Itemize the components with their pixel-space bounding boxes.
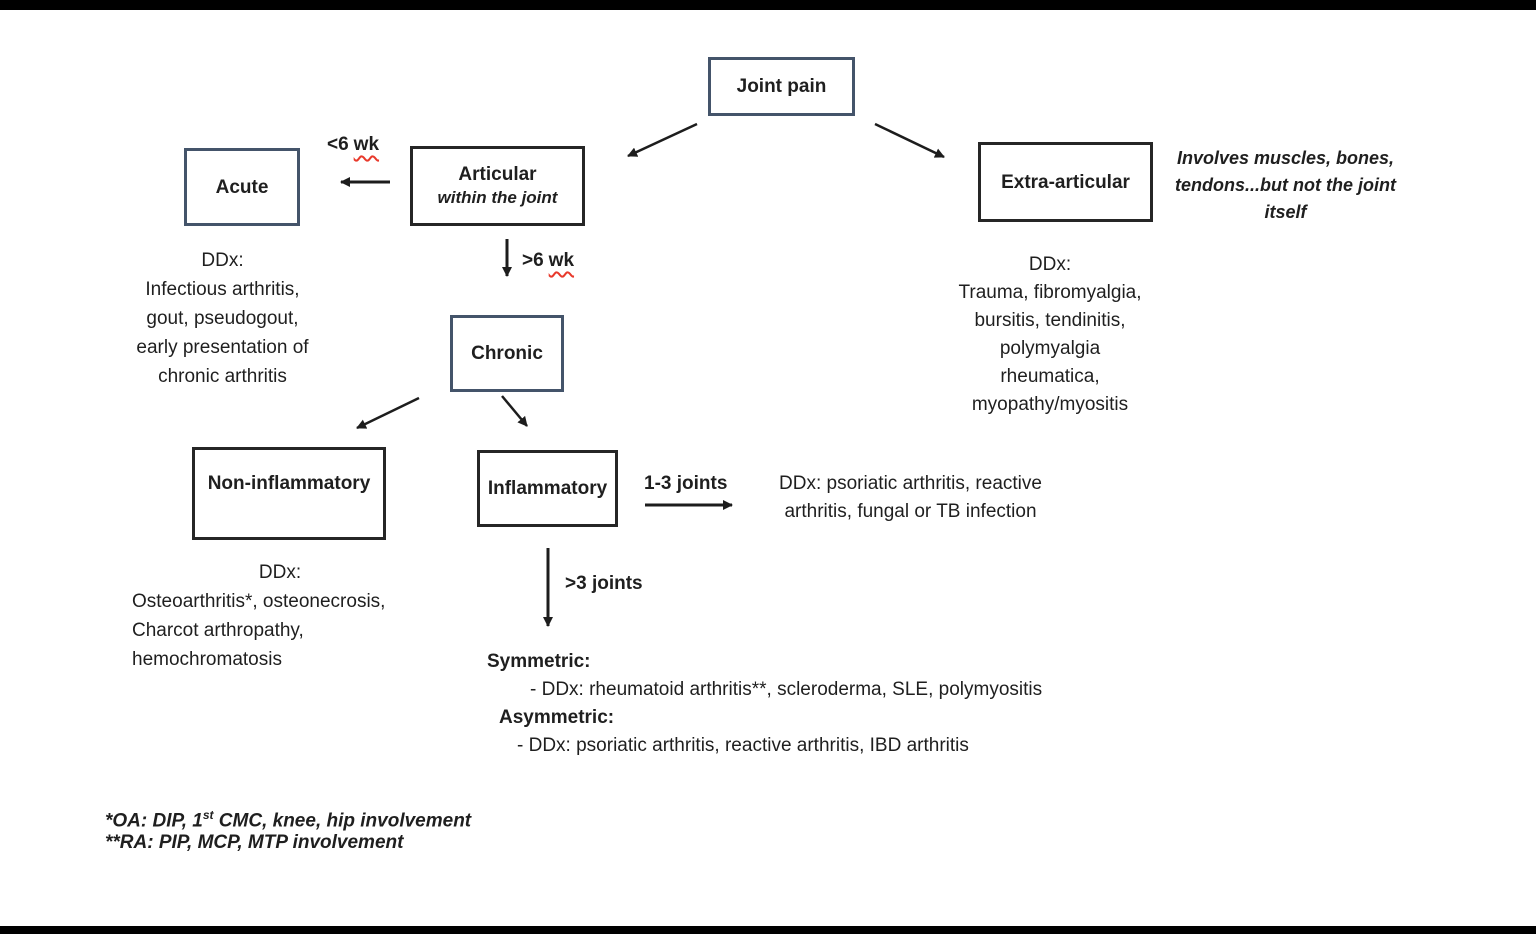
acute-ddx-line: chronic arthritis — [158, 366, 287, 387]
footnote-oa-prefix: *OA: DIP, 1 — [105, 810, 203, 832]
node-extra-articular-label: Extra-articular — [1001, 171, 1130, 193]
extra-articular-ddx-line: polymyalgia — [999, 338, 1101, 359]
node-articular-label: Articular — [458, 164, 537, 185]
extra-articular-ddx-line: myopathy/myositis — [971, 394, 1129, 415]
footnote-oa: *OA: DIP, 1st CMC, knee, hip involvement — [105, 801, 471, 835]
node-joint-pain-label: Joint pain — [736, 76, 827, 97]
node-chronic: Chronic — [450, 315, 564, 392]
footnote-oa-superscript: st — [202, 808, 214, 822]
acute-ddx-line: gout, pseudogout, — [146, 308, 299, 329]
extra-articular-ddx-line: bursitis, tendinitis, — [974, 310, 1126, 331]
acute-ddx-note: DDx: Infectious arthritis, gout, pseudog… — [95, 246, 350, 391]
arrow-jointpain-to-articular — [627, 122, 698, 158]
arrow-chronic-to-noninflammatory — [356, 396, 420, 430]
edge-label-lt6wk-prefix: <6 — [327, 134, 349, 155]
acute-ddx-line: early presentation of — [136, 337, 309, 358]
non-inflammatory-ddx-line: hemochromatosis — [132, 649, 282, 670]
extra-articular-note-line: Involves muscles, bones, — [1176, 148, 1395, 168]
extra-articular-description-note: Involves muscles, bones, tendons...but n… — [1163, 145, 1408, 226]
edge-label-gt6wk-word: wk — [548, 250, 575, 271]
edge-label-gt6wk-prefix: >6 — [522, 250, 544, 271]
extra-articular-ddx-line: DDx: — [1028, 254, 1072, 275]
acute-ddx-line: DDx: — [201, 250, 244, 271]
extra-articular-ddx-note: DDx: Trauma, fibromyalgia, bursitis, ten… — [930, 251, 1170, 419]
node-articular: Articular within the joint — [410, 146, 585, 226]
non-inflammatory-ddx-note: DDx: Osteoarthritis*, osteonecrosis, Cha… — [132, 558, 428, 674]
extra-articular-ddx-line: Trauma, fibromyalgia, — [958, 282, 1142, 303]
node-articular-sublabel: within the joint — [437, 188, 558, 207]
asymmetric-heading: Asymmetric: — [499, 707, 615, 728]
footnote-ra: **RA: PIP, MCP, MTP involvement — [105, 832, 404, 853]
node-joint-pain: Joint pain — [708, 57, 855, 116]
symmetric-heading: Symmetric: — [487, 651, 591, 672]
extra-articular-ddx-line: rheumatica, — [1000, 366, 1100, 387]
non-inflammatory-ddx-title: DDx: — [258, 562, 302, 583]
node-chronic-label: Chronic — [471, 343, 543, 364]
non-inflammatory-ddx-line: Charcot arthropathy, — [132, 620, 304, 641]
edge-label-1-3-joints: 1-3 joints — [644, 473, 728, 494]
arrow-chronic-to-inflammatory — [501, 395, 528, 427]
node-inflammatory: Inflammatory — [477, 450, 618, 527]
node-acute: Acute — [184, 148, 300, 226]
node-inflammatory-label: Inflammatory — [487, 478, 608, 499]
footnote-oa-suffix: CMC, knee, hip involvement — [213, 810, 472, 832]
arrow-jointpain-to-extraarticular — [874, 122, 945, 159]
inflammatory-1-3-joints-ddx-note: DDx: psoriatic arthritis, reactive arthr… — [758, 470, 1063, 526]
node-non-inflammatory-label: Non-inflammatory — [207, 473, 371, 494]
symmetric-asymmetric-block: Symmetric: - DDx: rheumatoid arthritis**… — [487, 648, 1042, 760]
asymmetric-ddx-line: - DDx: psoriatic arthritis, reactive art… — [517, 735, 969, 756]
extra-articular-note-line: itself — [1264, 202, 1307, 222]
extra-articular-note-line: tendons...but not the joint — [1175, 175, 1396, 195]
node-non-inflammatory: Non-inflammatory — [192, 447, 386, 540]
acute-ddx-line: Infectious arthritis, — [145, 279, 300, 300]
letterbox-bar-bottom — [0, 926, 1536, 934]
node-extra-articular: Extra-articular — [978, 142, 1153, 222]
node-acute-label: Acute — [215, 176, 269, 198]
inflammatory-13-ddx-line: arthritis, fungal or TB infection — [784, 501, 1037, 522]
edge-label-over-3-joints: >3 joints — [565, 573, 643, 594]
inflammatory-13-ddx-line: DDx: psoriatic arthritis, reactive — [779, 473, 1042, 494]
non-inflammatory-ddx-line: Osteoarthritis*, osteonecrosis, — [132, 591, 386, 612]
symmetric-ddx-line: - DDx: rheumatoid arthritis**, scleroder… — [530, 679, 1043, 700]
letterbox-bar-top — [0, 0, 1536, 10]
edge-label-lt6wk-word: wk — [353, 134, 380, 155]
